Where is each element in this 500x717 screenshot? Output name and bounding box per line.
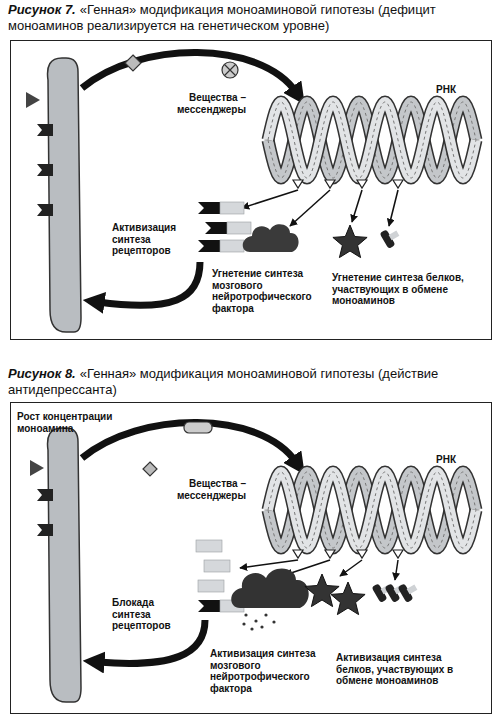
figure-number: Рисунок 8. (8, 366, 76, 381)
figure-number: Рисунок 7. (8, 2, 76, 17)
annotation-label: Вещества – мессенджеры (146, 92, 246, 115)
protein-symbol (380, 229, 400, 249)
receptor-blank (204, 560, 230, 572)
protein-star (333, 225, 367, 258)
synthesis-arrow (395, 560, 398, 580)
receptor-product (205, 222, 251, 234)
annotation-label: Активизация синтеза рецепторов (112, 222, 194, 257)
receptor-product (198, 240, 244, 252)
synthesis-arrow (389, 190, 398, 226)
monoamine-symbol (30, 460, 44, 476)
blocked-cross (225, 65, 236, 76)
rna-helix (268, 102, 476, 188)
annotation-label: Блокада синтеза рецепторов (112, 597, 194, 632)
annotation-label: РНК (436, 84, 476, 96)
figure-7-art (26, 52, 476, 332)
receptor-symbol (37, 204, 53, 216)
receptor-blank (198, 580, 224, 592)
figure-heading: Рисунок 7.«Генная» модификация моноамино… (8, 2, 494, 34)
annotation-label: Угнетение синтеза белков, участвующих в … (332, 272, 467, 307)
synthesis-arrow (290, 190, 330, 226)
messenger-symbol (125, 55, 141, 71)
cell-membrane (48, 428, 81, 702)
protein-symbol (398, 583, 418, 603)
receptor-product (198, 202, 244, 214)
synthesis-arrow (340, 560, 362, 576)
protein-star (305, 574, 339, 607)
protein-star (331, 582, 365, 615)
annotation-label: Рост концентрации моноамина (17, 411, 135, 434)
messenger-symbol (143, 462, 157, 476)
receptor-blank (196, 540, 222, 552)
bdnf-cloud (243, 224, 299, 252)
synthesis-arrow (240, 560, 298, 568)
synthesis-arrow (352, 190, 362, 222)
signal-arrow (82, 422, 296, 462)
bdnf-cloud (231, 568, 308, 608)
monoamine-symbol (26, 92, 40, 108)
receptor-symbol (37, 489, 53, 501)
cell-membrane (48, 58, 81, 332)
bdnf-drops (242, 613, 275, 630)
blocked-symbol (222, 62, 238, 78)
figure-heading: Рисунок 8.«Генная» модификация моноамино… (8, 366, 494, 398)
synthesis-arrow (242, 190, 298, 208)
rna-helix (268, 472, 476, 558)
signal-arrow (82, 52, 296, 92)
annotation-label: Активизация синтеза белков, участвующих … (336, 652, 471, 687)
annotation-label: РНК (436, 454, 476, 466)
annotation-label: Активизация синтеза мозгового нейротрофи… (210, 648, 332, 694)
annotation-label: Вещества – мессенджеры (146, 478, 246, 501)
annotation-label: Угнетение синтеза мозгового нейротрофиче… (212, 268, 327, 314)
feedback-arrow (98, 262, 200, 305)
receptor-symbol (37, 164, 53, 176)
messenger-symbol (184, 422, 212, 433)
figure-8-art (30, 422, 476, 702)
receptor-symbol (37, 124, 53, 136)
receptor-symbol (37, 524, 53, 536)
